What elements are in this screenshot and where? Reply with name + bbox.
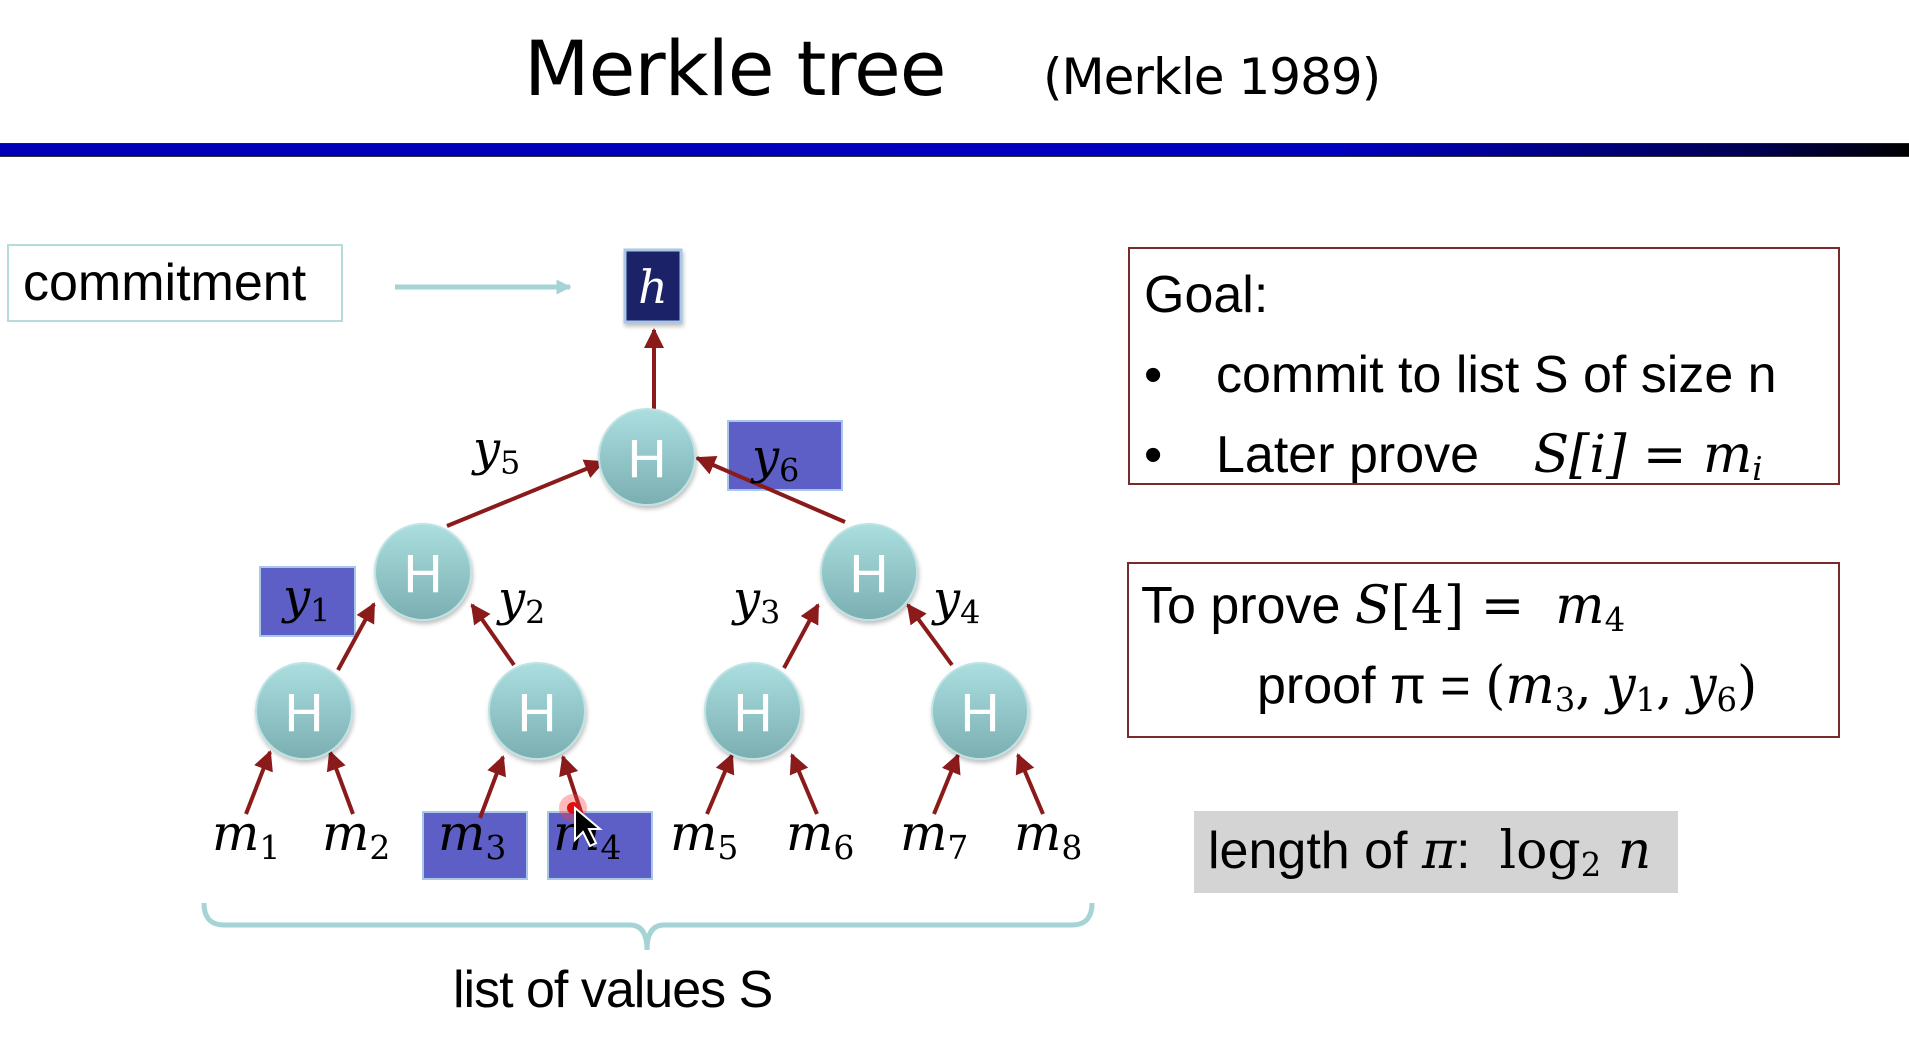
edge-m5 <box>705 753 735 815</box>
goal-math-s: S[i] = mi <box>1533 425 1763 489</box>
length-colon: : <box>1456 822 1500 880</box>
proof-item-sub: 1 <box>1635 681 1657 720</box>
hash-node-level3-3: H <box>704 662 802 760</box>
bullet-icon: • <box>1144 346 1163 404</box>
proof-item-var: y <box>1606 656 1636 716</box>
hash-node-label: H <box>850 544 889 604</box>
proof-length-box: length of π: log2 n <box>1194 811 1678 893</box>
hash-node-level3-2: H <box>488 662 586 760</box>
proof-line-1: To prove S[4] = m4 <box>1141 576 1625 639</box>
y1-highlight-box <box>259 566 356 637</box>
hash-node-label: H <box>628 429 667 489</box>
m4-highlight-box <box>547 811 653 880</box>
title-divider-bar <box>0 143 1909 157</box>
commitment-label: commitment <box>23 254 307 312</box>
proof-item-var: y <box>1687 656 1717 716</box>
edge-label-y6: y6 <box>750 429 799 490</box>
root-hash-box: h <box>623 248 683 324</box>
hash-node-label: H <box>518 683 557 743</box>
goal-bullet-1-text: commit to list S of size n <box>1216 346 1777 404</box>
leaf-label-m8: m8 <box>1014 804 1082 867</box>
leaf-label-m2: m2 <box>322 804 390 867</box>
proof-item-var: m <box>1505 656 1555 716</box>
edge-m1 <box>244 750 273 815</box>
edge-label-y4: y4 <box>931 571 980 632</box>
edge-b2-to-left2 <box>470 603 516 667</box>
leaf-label-m3: m3 <box>438 804 506 867</box>
edge-b1-to-left2 <box>336 602 376 671</box>
hash-node-label: H <box>734 683 773 743</box>
hash-node-level2-right: H <box>820 523 918 621</box>
proof-sep: , <box>1575 656 1592 716</box>
edge-m2 <box>326 750 355 815</box>
goal-bullet-1: • commit to list S of size n <box>1144 345 1777 405</box>
proof-s-var: S <box>1354 576 1391 636</box>
hash-node-level3-4: H <box>931 662 1029 760</box>
proof-rhs-sub: 4 <box>1604 601 1626 640</box>
leaf-label-m6: m6 <box>786 804 854 867</box>
hash-node-circle <box>598 408 696 506</box>
hash-node-circle <box>820 523 918 621</box>
length-pi: π <box>1421 821 1457 881</box>
proof-index: [4] = <box>1390 576 1541 636</box>
proof-sep: , <box>1656 656 1673 716</box>
edge-m8 <box>1015 753 1045 815</box>
slide-title: Merkle tree <box>524 24 947 113</box>
commitment-label-box: commitment <box>7 244 343 322</box>
goal-bullet-2-text: Later prove <box>1216 426 1480 484</box>
edge-m3 <box>478 755 507 819</box>
root-hash-label: h <box>638 260 668 314</box>
leaf-label-m7: m7 <box>900 804 968 867</box>
hash-node-label: H <box>961 683 1000 743</box>
length-log-base: 2 <box>1580 846 1602 885</box>
list-brace <box>201 902 1095 951</box>
edge-m6 <box>789 753 819 815</box>
edge-m4 <box>559 755 585 819</box>
proof-line-2: proof π = (m3, y1, y6) <box>1257 656 1757 719</box>
goal-heading: Goal: <box>1144 266 1269 324</box>
proof-line-2-text: proof π = <box>1257 657 1486 715</box>
list-of-values-label: list of values S <box>453 961 773 1019</box>
edge-label-y5: y5 <box>471 421 520 482</box>
proof-close-paren: ) <box>1737 656 1758 716</box>
hash-node-level3-1: H <box>255 662 353 760</box>
hash-node-root: H <box>598 408 696 506</box>
length-log: log <box>1499 821 1581 881</box>
proof-box: To prove S[4] = m4 proof π = (m3, y1, y6… <box>1127 562 1840 738</box>
edge-label-y3: y3 <box>731 571 780 632</box>
proof-open-paren: ( <box>1485 656 1506 716</box>
edge-b4-to-right2 <box>906 603 954 667</box>
hash-node-circle <box>488 662 586 760</box>
proof-line-1-text: To prove <box>1141 577 1355 635</box>
leaf-label-m5: m5 <box>670 804 738 867</box>
hash-node-label: H <box>285 683 324 743</box>
edge-label-y2: y2 <box>496 571 545 632</box>
edge-m7 <box>932 753 961 815</box>
hash-node-circle <box>374 523 472 621</box>
edge-label-y1: y1 <box>281 569 330 630</box>
bullet-icon: • <box>1144 426 1163 484</box>
m3-highlight-box <box>422 811 528 880</box>
edge-b3-to-right2 <box>782 603 820 669</box>
hash-node-level2-left: H <box>374 523 472 621</box>
goal-bullet-2: • Later prove S[i] = mi <box>1144 425 1763 488</box>
hash-node-circle <box>931 662 1029 760</box>
proof-item-sub: 3 <box>1554 681 1576 720</box>
mouse-cursor <box>559 794 603 848</box>
proof-item-sub: 6 <box>1716 681 1738 720</box>
hash-node-circle <box>255 662 353 760</box>
proof-rhs-var: m <box>1555 576 1605 636</box>
hash-node-circle <box>704 662 802 760</box>
length-label: length of <box>1208 822 1422 880</box>
edge-left2-to-root <box>446 459 605 528</box>
edge-right2-to-root <box>695 455 846 524</box>
slide-subtitle: (Merkle 1989) <box>1043 48 1381 106</box>
goal-box: Goal: • commit to list S of size n • Later… <box>1128 247 1840 488</box>
hash-node-label: H <box>404 544 443 604</box>
leaf-label-m1: m1 <box>212 804 280 867</box>
length-arg: n <box>1601 821 1652 881</box>
